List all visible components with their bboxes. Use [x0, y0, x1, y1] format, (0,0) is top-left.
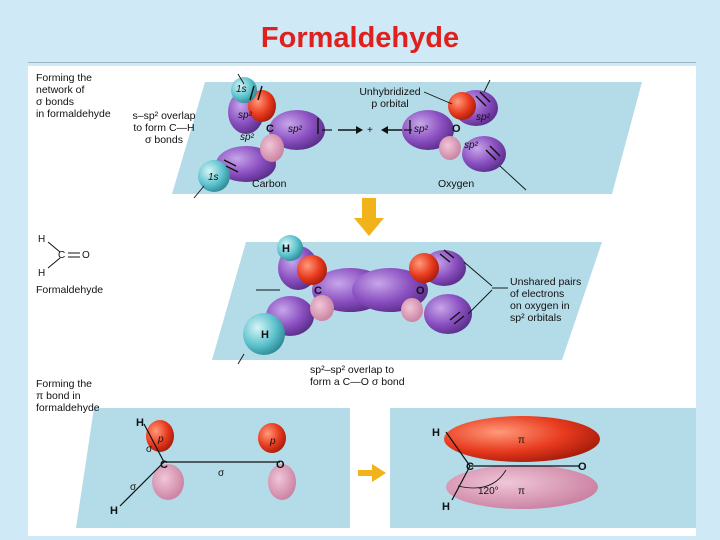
orbital-label-sp2-o3: sp² — [464, 140, 479, 151]
title-divider — [28, 62, 696, 63]
orbital-label-sp2-o2: sp² — [476, 112, 491, 123]
carbon-p-down-mid — [310, 295, 334, 321]
oxygen-lower-sp2-lobe — [462, 136, 506, 172]
atom-o-top: O — [452, 123, 461, 135]
label-s-sp2-overlap: s–sp² overlap to form C—H σ bonds — [132, 110, 196, 146]
label-sp2-sp2-overlap: sp²–sp² overlap to form a C—O σ bond — [310, 364, 405, 388]
carbon-p-up-mid — [297, 255, 327, 285]
orbital-label-sp2-c3: sp² — [288, 124, 303, 135]
hydrogen-lower-mid — [243, 313, 285, 355]
formula-o: O — [82, 250, 90, 261]
transition-arrow-down — [354, 198, 384, 236]
structural-formula — [47, 241, 80, 269]
orbital-label-sp2-c2: sp² — [240, 132, 255, 143]
atom-o-mid: O — [416, 285, 425, 297]
carbon-p-lobe-down — [260, 134, 284, 162]
sigma-label-ch-upper: σ — [146, 444, 153, 455]
oxygen-p-lobe-down — [439, 136, 461, 160]
p-label-oxygen: p — [269, 436, 276, 447]
atom-h-br-top: H — [432, 427, 440, 439]
p-label-carbon: p — [157, 434, 164, 445]
label-forming-network: Forming the network of σ bonds in formal… — [36, 72, 111, 120]
hydrogen-upper-mid — [277, 235, 303, 261]
atom-h-br-bottom: H — [442, 501, 450, 513]
atom-c-br: C — [466, 461, 474, 473]
formula-h-bottom: H — [38, 268, 45, 279]
hydrogen-1s-lower — [198, 160, 230, 192]
bond-angle-label: 120° — [478, 486, 499, 497]
oxygen-p-lobe-up — [448, 92, 476, 120]
pi-label-upper: π — [518, 435, 525, 446]
transition-arrow-right — [358, 464, 386, 482]
label-unhybridized-p: Unhybridized p orbital — [359, 86, 421, 110]
formula-h-top: H — [38, 234, 45, 245]
sigma-frame-right — [445, 431, 580, 501]
atom-o-bl: O — [276, 459, 285, 471]
carbon-p-lobe-top — [146, 420, 174, 452]
oxygen-p-down-mid — [401, 298, 423, 322]
atom-h-mid-bottom: H — [261, 329, 269, 341]
oxygen-p-up-mid — [409, 253, 439, 283]
oxygen-p-lobe-top — [258, 423, 286, 453]
carbon-p-lobe-bottom — [152, 464, 184, 500]
bond-angle-arc — [457, 469, 507, 489]
atom-h-mid-top: H — [282, 243, 290, 255]
electron-spin-arrows-mid — [439, 249, 465, 325]
pi-bond-upper-lobe — [444, 416, 600, 462]
pi-bond-lower-lobe — [446, 465, 598, 509]
atom-o-br: O — [578, 461, 587, 473]
page-title: Formaldehyde — [260, 22, 460, 54]
sigma-label-co: σ — [218, 468, 225, 479]
atom-h-bl-bottom: H — [110, 505, 118, 517]
oxygen-lower-lone-pair — [424, 294, 472, 334]
sigma-frame-left — [119, 423, 280, 507]
carbon-p-lobe-up — [248, 90, 276, 122]
atom-c-mid: C — [314, 285, 322, 297]
carbon-lower-sp2-lobe — [216, 146, 276, 182]
label-carbon: Carbon — [252, 178, 287, 190]
atom-c-bl: C — [160, 459, 168, 471]
atom-c-top: C — [266, 123, 274, 135]
orbital-label-1s-top: 1s — [236, 84, 247, 95]
plus-sign: + — [367, 125, 373, 136]
atom-h-bl-top: H — [136, 417, 144, 429]
formula-c: C — [58, 250, 65, 261]
label-oxygen: Oxygen — [438, 178, 475, 190]
orbital-label-1s-bottom: 1s — [208, 172, 219, 183]
orbital-label-sp2-c1: sp² — [238, 110, 253, 121]
oxygen-left-sp2-lobe — [402, 110, 454, 150]
sigma-label-ch-lower: σ — [130, 482, 137, 493]
label-forming-pi: Forming the π bond in formaldehyde — [36, 378, 100, 414]
carbon-right-sp2-lobe — [269, 110, 325, 150]
electron-spin-arrows-top — [223, 85, 501, 173]
oxygen-p-lobe-bottom — [268, 464, 296, 500]
pi-label-lower: π — [518, 486, 525, 497]
label-formaldehyde: Formaldehyde — [36, 284, 104, 296]
label-unshared-pairs: Unshared pairs of electrons on oxygen in… — [510, 276, 582, 324]
orbital-label-sp2-o1: sp² — [414, 124, 429, 135]
